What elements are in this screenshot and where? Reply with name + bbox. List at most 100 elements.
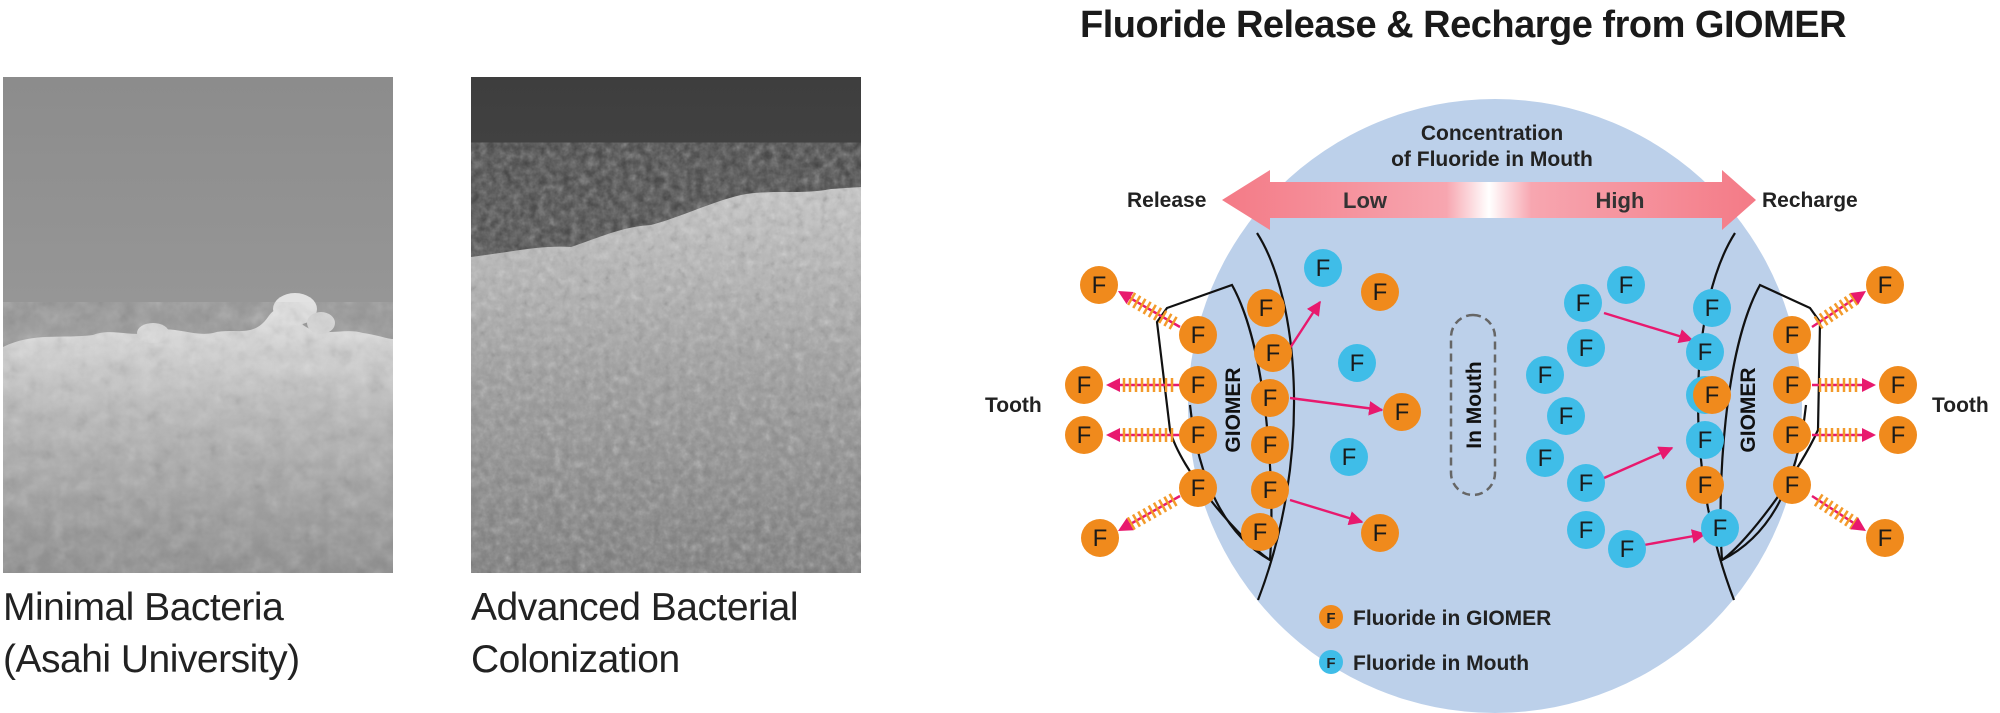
tooth-label-right: Tooth [1932, 394, 1989, 417]
fluoride-giomer-ion: F [1383, 393, 1421, 431]
fluoride-giomer-ion: F [1879, 366, 1917, 404]
fluoride-mouth-ion: F [1526, 356, 1564, 394]
svg-text:F: F [1878, 272, 1893, 299]
svg-text:F: F [1891, 422, 1906, 449]
fluoride-giomer-ion: F [1241, 513, 1279, 551]
svg-text:F: F [1263, 432, 1278, 459]
fluoride-mouth-ion: F [1608, 530, 1646, 568]
fluoride-mouth-ion: F [1304, 249, 1342, 287]
fluoride-giomer-ion: F [1251, 426, 1289, 464]
fluoride-giomer-ion: F [1693, 376, 1731, 414]
fluoride-mouth-ion: F [1567, 511, 1605, 549]
fluoride-mouth-ion: F [1693, 289, 1731, 327]
fluoride-giomer-ion: F [1773, 416, 1811, 454]
svg-text:F: F [1698, 472, 1713, 499]
svg-text:F: F [1373, 279, 1388, 306]
svg-text:F: F [1579, 335, 1594, 362]
svg-text:F: F [1576, 290, 1591, 317]
svg-text:F: F [1373, 520, 1388, 547]
legend-label-giomer: Fluoride in GIOMER [1353, 607, 1551, 630]
release-arrows [1106, 291, 1876, 531]
hatched-release-arrow [1118, 493, 1181, 531]
fluoride-mouth-ion: F [1547, 397, 1585, 435]
svg-text:F: F [1263, 385, 1278, 412]
fluoride-mouth-ion: F [1686, 333, 1724, 371]
svg-text:F: F [1619, 272, 1634, 299]
fluoride-giomer-ion: F [1773, 466, 1811, 504]
fluoride-giomer-ion: F [1251, 379, 1289, 417]
fluoride-mouth-ion: F [1330, 438, 1368, 476]
fluoride-giomer-ion: F [1773, 366, 1811, 404]
fluoride-giomer-ion: F [1065, 366, 1103, 404]
giomer-label-left: GIOMER [1222, 367, 1245, 452]
svg-text:F: F [1191, 422, 1206, 449]
fluoride-giomer-ion: F [1866, 519, 1904, 557]
svg-text:F: F [1350, 350, 1365, 377]
caption-line: Advanced Bacterial [471, 586, 799, 629]
svg-text:F: F [1785, 472, 1800, 499]
svg-text:F: F [1077, 372, 1092, 399]
svg-text:F: F [1316, 255, 1331, 282]
hatched-release-arrow [1118, 291, 1181, 330]
fluoride-giomer-ion: F [1879, 416, 1917, 454]
svg-text:F: F [1077, 422, 1092, 449]
hatched-release-arrow [1811, 493, 1866, 531]
svg-text:F: F [1785, 372, 1800, 399]
fluoride-giomer-ion: F [1254, 334, 1292, 372]
svg-text:F: F [1093, 525, 1108, 552]
high-label: High [1596, 188, 1645, 213]
legend-ion-letter: F [1326, 655, 1335, 672]
fluoride-diagram: Concentration of Fluoride in Mouth Relea… [985, 99, 1989, 713]
svg-text:F: F [1785, 422, 1800, 449]
fluoride-mouth-ion: F [1701, 509, 1739, 547]
fluoride-mouth-ion: F [1607, 266, 1645, 304]
fluoride-giomer-ion: F [1179, 469, 1217, 507]
svg-text:F: F [1191, 475, 1206, 502]
svg-text:F: F [1620, 536, 1635, 563]
svg-text:F: F [1785, 322, 1800, 349]
fluoride-giomer-ion: F [1247, 289, 1285, 327]
fluoride-giomer-ion: F [1773, 316, 1811, 354]
recharge-label: Recharge [1762, 189, 1858, 212]
svg-text:F: F [1191, 322, 1206, 349]
svg-text:F: F [1263, 477, 1278, 504]
svg-text:F: F [1891, 372, 1906, 399]
hatched-release-arrow [1812, 428, 1876, 442]
legend-label-mouth: Fluoride in Mouth [1353, 652, 1529, 675]
fluoride-giomer-ion: F [1179, 366, 1217, 404]
fluoride-mouth-ion: F [1564, 284, 1602, 322]
fluoride-giomer-ion: F [1179, 316, 1217, 354]
fluoride-mouth-ion: F [1686, 421, 1724, 459]
concentration-arrow [1222, 170, 1756, 230]
svg-text:F: F [1698, 427, 1713, 454]
svg-text:F: F [1579, 517, 1594, 544]
fluoride-mouth-ion: F [1338, 344, 1376, 382]
hatched-release-arrow [1106, 378, 1180, 392]
legend-ion-letter: F [1326, 610, 1335, 627]
photo-caption-2: Advanced Bacterial Colonization [471, 582, 799, 686]
fluoride-giomer-ion: F [1866, 266, 1904, 304]
fluoride-giomer-ion: F [1065, 416, 1103, 454]
fluoride-giomer-ion: F [1080, 266, 1118, 304]
svg-text:F: F [1395, 399, 1410, 426]
fluoride-giomer-ion: F [1361, 273, 1399, 311]
concentration-label: of Fluoride in Mouth [1391, 148, 1593, 171]
fluoride-mouth-ion: F [1567, 329, 1605, 367]
legend-orange-swatch [1319, 605, 1343, 629]
svg-text:F: F [1579, 470, 1594, 497]
legend: F Fluoride in GIOMER F Fluoride in Mouth [1319, 605, 1551, 675]
sem-photo-minimal-bacteria [3, 77, 393, 573]
legend-blue-swatch [1319, 650, 1343, 674]
svg-text:F: F [1878, 525, 1893, 552]
svg-text:F: F [1713, 515, 1728, 542]
fluoride-giomer-ion: F [1251, 471, 1289, 509]
fluoride-giomer-ion: F [1081, 519, 1119, 557]
svg-text:F: F [1538, 445, 1553, 472]
svg-text:F: F [1259, 295, 1274, 322]
fluoride-mouth-ion: F [1526, 439, 1564, 477]
low-label: Low [1343, 188, 1388, 213]
svg-text:F: F [1538, 362, 1553, 389]
hatched-release-arrow [1812, 378, 1876, 392]
svg-text:F: F [1253, 519, 1268, 546]
